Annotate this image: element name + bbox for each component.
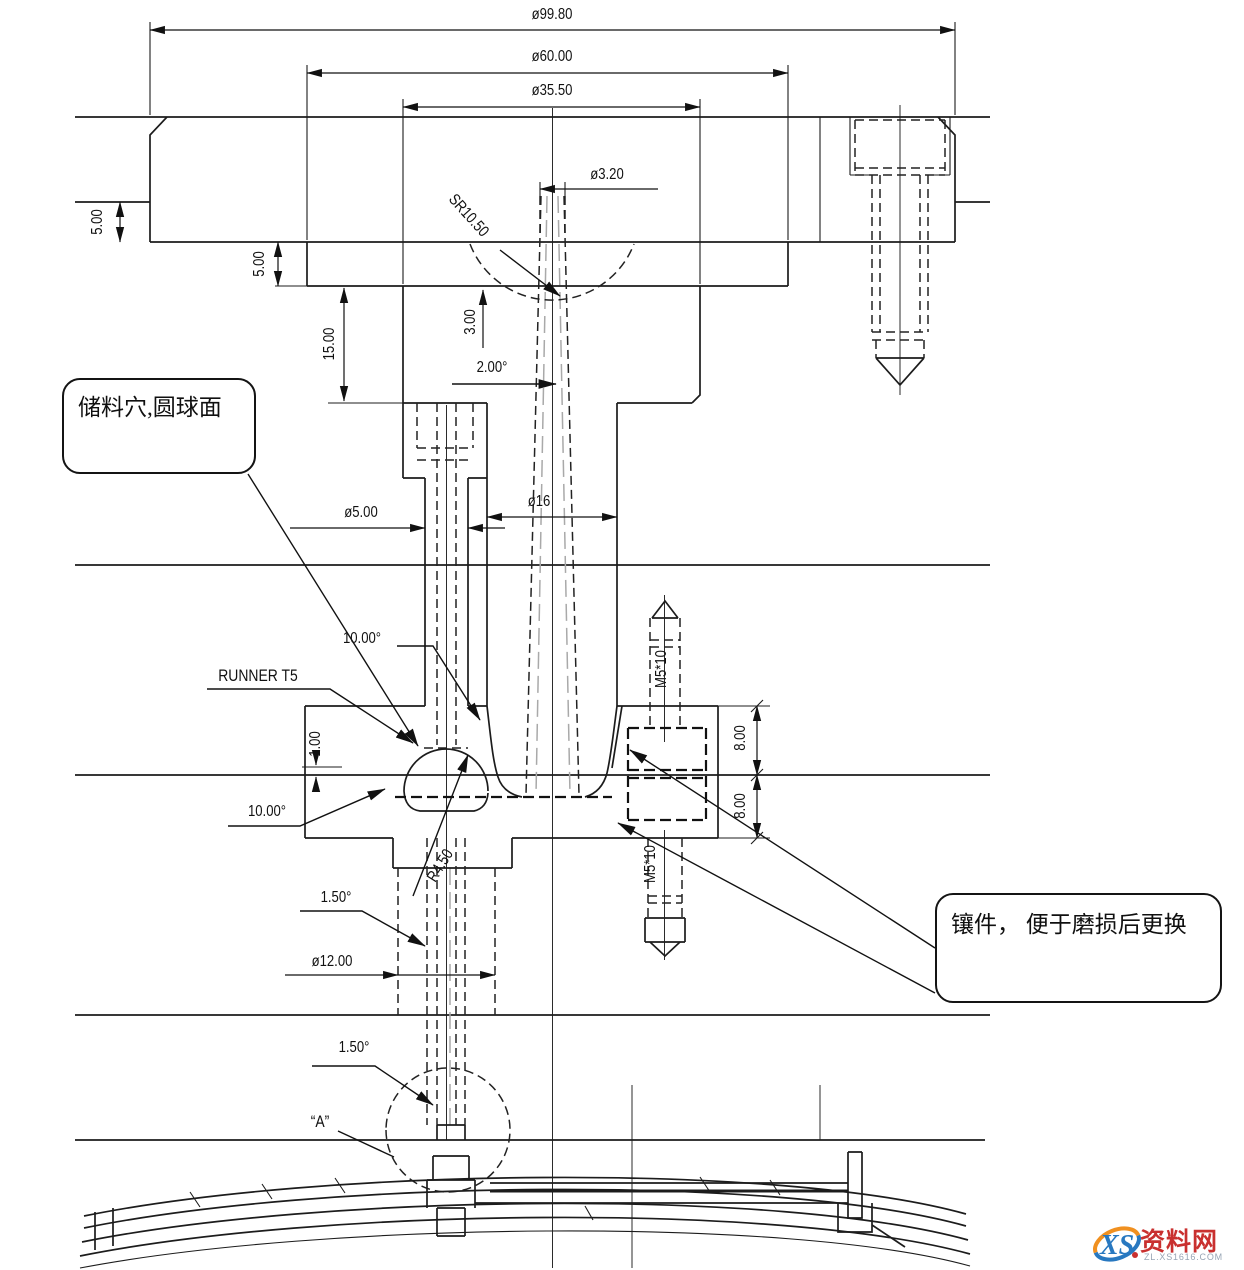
m5-screw-top xyxy=(649,599,681,728)
leader-callout-insert-1 xyxy=(629,749,936,949)
leader-r450 xyxy=(412,754,469,897)
dim-5-00-mid: 5.00 xyxy=(251,251,268,277)
dim-1-00: 1.00 xyxy=(307,731,324,757)
watermark-site-name: 资料网 xyxy=(1140,1229,1219,1256)
dim-dia-16: ø16 xyxy=(527,493,551,510)
watermark-url: ZL.XS1616.COM xyxy=(1144,1252,1223,1262)
leader-runner xyxy=(207,688,414,744)
dim-angle-2: 2.00° xyxy=(476,359,508,376)
detail-a-circle xyxy=(385,1067,511,1193)
sprue-bushing xyxy=(486,403,618,798)
watermark-xs-text: XS xyxy=(1099,1230,1134,1261)
dim-8-00-top: 8.00 xyxy=(732,725,749,751)
gate-sleeve xyxy=(385,838,511,1237)
dim-dia-60-00: ø60.00 xyxy=(531,48,573,65)
dim-dia-5-00: ø5.00 xyxy=(344,504,378,521)
dim-angle-10-lower: 10.00° xyxy=(247,803,287,820)
dim-m5-bottom: M5*10 xyxy=(642,845,659,883)
dim-15-00: 15.00 xyxy=(321,327,338,361)
leader-150-upper xyxy=(300,910,426,947)
dim-dia-3-20: ø3.20 xyxy=(590,166,624,183)
dim-8-00-bottom: 8.00 xyxy=(732,793,749,819)
leader-detail-a xyxy=(337,1130,395,1158)
leader-callout-insert-2 xyxy=(617,822,936,994)
dimension-lines xyxy=(115,22,956,980)
dim-dia-12-00: ø12.00 xyxy=(311,953,353,970)
leader-callout-well xyxy=(247,473,419,747)
dim-m5-top: M5*10 xyxy=(653,650,670,688)
leader-10deg-lower xyxy=(228,788,386,827)
puller-pin xyxy=(402,402,487,749)
dim-3-00: 3.00 xyxy=(462,309,479,335)
callout-storage-well: 储料穴,圆球面 xyxy=(62,378,256,474)
dim-angle-10-upper: 10.00° xyxy=(342,630,382,647)
leader-10deg-upper xyxy=(397,645,481,721)
callout-insert: 镶件， 便于磨损后更换 xyxy=(935,893,1222,1003)
clamp-bolt xyxy=(854,119,946,387)
m5-screw-bottom xyxy=(644,838,686,958)
leader-lines xyxy=(207,249,936,1158)
dim-dia-35-50: ø35.50 xyxy=(531,82,573,99)
center-lines xyxy=(446,105,901,1268)
watermark-xs-logo: XS xyxy=(1093,1226,1141,1262)
dim-5-00-left: 5.00 xyxy=(89,209,106,235)
leader-sr xyxy=(499,249,561,297)
mold-plates xyxy=(75,116,990,1141)
sprue-channel xyxy=(449,195,635,1128)
molded-part-profile xyxy=(79,1151,971,1269)
dim-angle-1-5-lower: 1.50° xyxy=(338,1039,370,1056)
watermark-dot xyxy=(1132,1252,1138,1258)
dim-dia-99-80: ø99.80 xyxy=(531,6,573,23)
label-detail-a: “A” xyxy=(310,1112,330,1131)
watermark: XS 资料网 ZL.XS1616.COM xyxy=(1088,1214,1240,1268)
label-runner-t5: RUNNER T5 xyxy=(218,666,298,685)
dim-angle-1-5-upper: 1.50° xyxy=(320,889,352,906)
leader-150-lower xyxy=(312,1065,434,1106)
